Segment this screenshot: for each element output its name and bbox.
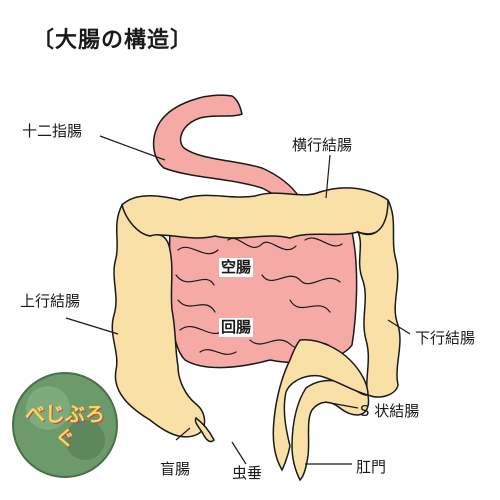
duodenum-shape — [152, 94, 302, 205]
logo-text: べじぶろぐ — [25, 402, 105, 450]
page-title: 〔大腸の構造〕 — [32, 28, 194, 53]
leader-lines — [65, 135, 411, 465]
label-descending-colon: 下行結腸 — [415, 329, 476, 347]
label-cecum: 盲腸 — [160, 460, 191, 478]
label-jejunum: 空腸 — [219, 258, 254, 277]
label-ascending-colon: 上行結腸 — [20, 292, 81, 310]
label-ileum: 回腸 — [219, 318, 254, 337]
colon — [111, 187, 401, 482]
small-intestine — [168, 220, 358, 369]
brand-logo — [12, 372, 118, 478]
label-anus: 肛門 — [356, 458, 387, 476]
label-sigmoid-colon: S 状結腸 — [360, 402, 420, 420]
label-duodenum: 十二指腸 — [22, 122, 83, 140]
label-transverse-colon: 横行結腸 — [292, 136, 353, 154]
label-appendix: 虫垂 — [232, 464, 263, 482]
